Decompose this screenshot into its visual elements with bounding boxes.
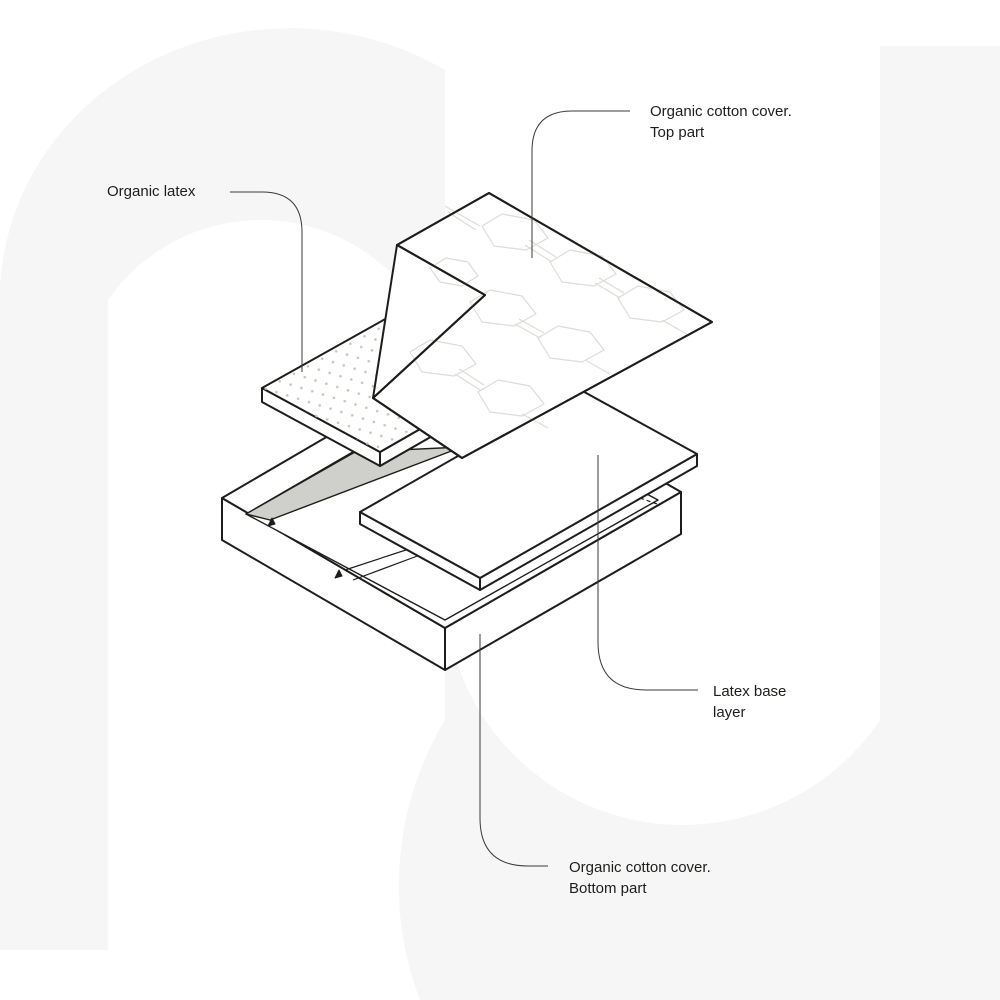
label-cover-top-line-2: Top part xyxy=(650,124,705,141)
label-latex-base-line-1: Latex base xyxy=(713,683,787,700)
cover-top-part-shape xyxy=(372,192,713,459)
label-cover-top: Organic cotton cover. Top part xyxy=(650,101,792,143)
leader-latex-base xyxy=(597,455,698,691)
label-organic-latex-line-1: Organic latex xyxy=(107,183,196,200)
leader-lines xyxy=(230,110,698,867)
label-cover-bottom: Organic cotton cover. Bottom part xyxy=(569,857,711,899)
label-cover-bottom-line-1: Organic cotton cover. xyxy=(569,859,711,876)
leader-cover-top xyxy=(531,110,630,258)
latex-base-layer-shape xyxy=(359,387,698,591)
leader-organic-latex xyxy=(230,191,303,372)
label-organic-latex: Organic latex xyxy=(107,181,195,202)
label-cover-bottom-line-2: Bottom part xyxy=(569,880,647,897)
label-latex-base: Latex base layer xyxy=(713,681,786,723)
label-cover-top-line-1: Organic cotton cover. xyxy=(650,103,792,120)
leader-cover-bottom xyxy=(479,634,548,867)
background-logo-shape xyxy=(0,28,1000,1000)
label-latex-base-line-2: layer xyxy=(713,704,746,721)
